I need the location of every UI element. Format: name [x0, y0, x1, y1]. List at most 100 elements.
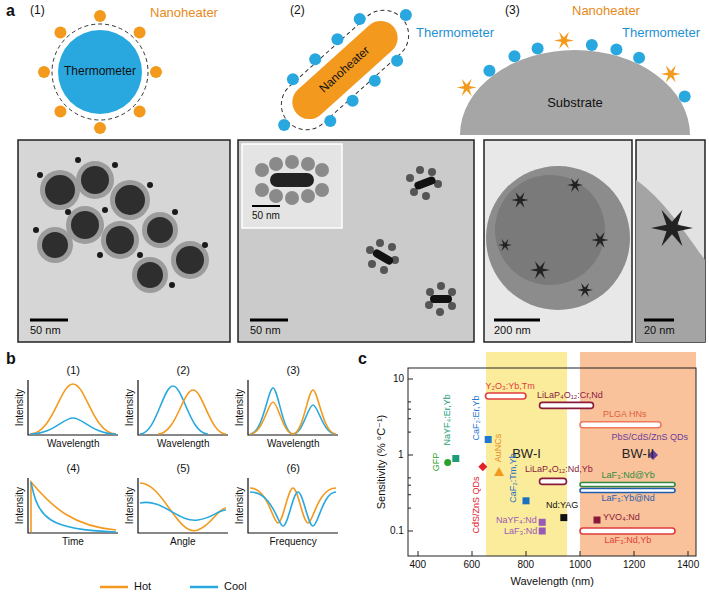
tem-image	[112, 162, 118, 168]
signal-plot	[250, 390, 336, 434]
annotation-label: (2)	[290, 4, 305, 17]
signal-plot	[248, 478, 338, 533]
annotation-label: Wavelength (nm)	[511, 575, 594, 587]
annotation-label: 1000	[569, 559, 591, 570]
annotation-label: Intensity	[124, 486, 135, 523]
annotation-label: Thermometer	[622, 26, 700, 40]
data-point	[485, 436, 492, 443]
tem-image	[484, 140, 632, 342]
tem-image	[81, 166, 109, 194]
annotation-label: Nd:YAG	[546, 501, 578, 511]
tem-image	[45, 175, 75, 205]
signal-plot	[28, 380, 118, 435]
annotation-label: (1)	[30, 4, 45, 17]
tem-image	[76, 161, 114, 199]
surface-particles	[554, 32, 574, 49]
tem-image	[75, 157, 81, 163]
tem-image	[255, 183, 269, 197]
legend-label: Cool	[224, 580, 247, 592]
tem-image	[171, 241, 209, 279]
annotation-label: 50 nm	[30, 324, 61, 336]
tem-image	[285, 191, 299, 205]
annotation-label: Angle	[170, 536, 196, 547]
signal-plot	[140, 386, 208, 434]
heater-dots	[134, 106, 146, 118]
annotation-label: CaF₂:Er,Yb	[471, 395, 481, 440]
annotation-label: Wavelength	[47, 438, 99, 449]
signal-plot	[250, 388, 336, 434]
node-label: Nanoheater	[317, 44, 372, 96]
annotation-label: Frequency	[270, 536, 317, 547]
tem-image	[37, 161, 209, 293]
node-label: BW-II	[622, 447, 654, 461]
annotation-label: Intensity	[124, 388, 135, 425]
annotation-label: Intensity	[234, 486, 245, 523]
annotation-label: Intensity	[234, 388, 245, 425]
signal-plot	[28, 380, 118, 435]
data-point	[648, 450, 658, 460]
node-label: Substrate	[547, 96, 603, 110]
tem-image	[65, 209, 71, 215]
signal-plot	[248, 478, 338, 533]
tem-image	[577, 283, 593, 297]
thermometer-dots	[391, 55, 403, 67]
annotation-label: 200 nm	[494, 324, 531, 336]
annotation-label: b	[6, 350, 16, 368]
annotation-label: CdS/ZnS QDs	[471, 476, 481, 533]
tem-image	[425, 301, 433, 309]
signal-plot	[31, 482, 116, 532]
annotation-label: 0.1	[390, 525, 404, 536]
tem-image	[42, 232, 68, 258]
heater-dots	[94, 122, 106, 134]
tem-image	[147, 217, 173, 243]
annotation-label: Nanoheater	[572, 4, 640, 18]
thermometer-dots	[331, 33, 343, 45]
legend-label: Hot	[134, 580, 151, 592]
signal-plot	[28, 478, 118, 533]
signal-plot	[250, 492, 336, 526]
tem-image	[651, 210, 693, 246]
tem-image	[301, 189, 315, 203]
tem-image	[33, 157, 208, 288]
tem-image	[97, 252, 103, 258]
tem-image	[169, 282, 175, 288]
signal-plot	[140, 483, 226, 531]
annotation-label: GFP	[432, 453, 442, 472]
heater-dots	[134, 26, 146, 38]
annotation-label: Sensitivity (% °C⁻¹)	[375, 415, 387, 510]
tem-image	[426, 288, 434, 296]
range-bar	[540, 402, 594, 408]
annotation-label: AuNCs	[494, 434, 504, 463]
range-bar	[580, 422, 661, 428]
annotation-label: NaYF₄:Nd	[496, 516, 537, 526]
annotation-label: Wavelength	[267, 438, 319, 449]
annotation-label: Wavelength	[157, 438, 209, 449]
tem-image	[366, 246, 374, 254]
annotation-label: (3)	[287, 364, 300, 376]
heater-dots	[38, 66, 50, 78]
annotation-label: (6)	[287, 462, 300, 474]
annotation-label: 50 nm	[252, 210, 280, 221]
tem-image	[651, 210, 693, 246]
thermometer-dots	[271, 0, 419, 140]
annotation-label: 10	[393, 373, 404, 384]
signal-plot	[31, 482, 116, 532]
tem-image	[137, 252, 143, 258]
tem-image	[413, 175, 436, 190]
signal-plot	[28, 380, 338, 533]
tem-image	[255, 155, 329, 205]
tem-image	[567, 178, 583, 192]
node-label: Thermometer	[64, 65, 136, 78]
tem-image	[242, 144, 342, 228]
annotation-label: (3)	[505, 4, 520, 17]
thermometer-particle: Thermometer	[58, 30, 142, 114]
annotation-label: PLGA HNs	[603, 410, 647, 420]
tem-image	[42, 166, 204, 288]
tem-image	[270, 173, 314, 187]
signal-plot	[28, 478, 118, 533]
data-point	[594, 517, 601, 524]
thermometer-dots	[278, 119, 290, 131]
annotation-label: 1	[398, 449, 404, 460]
tem-image	[250, 319, 288, 322]
thermometer-dots	[271, 0, 419, 140]
